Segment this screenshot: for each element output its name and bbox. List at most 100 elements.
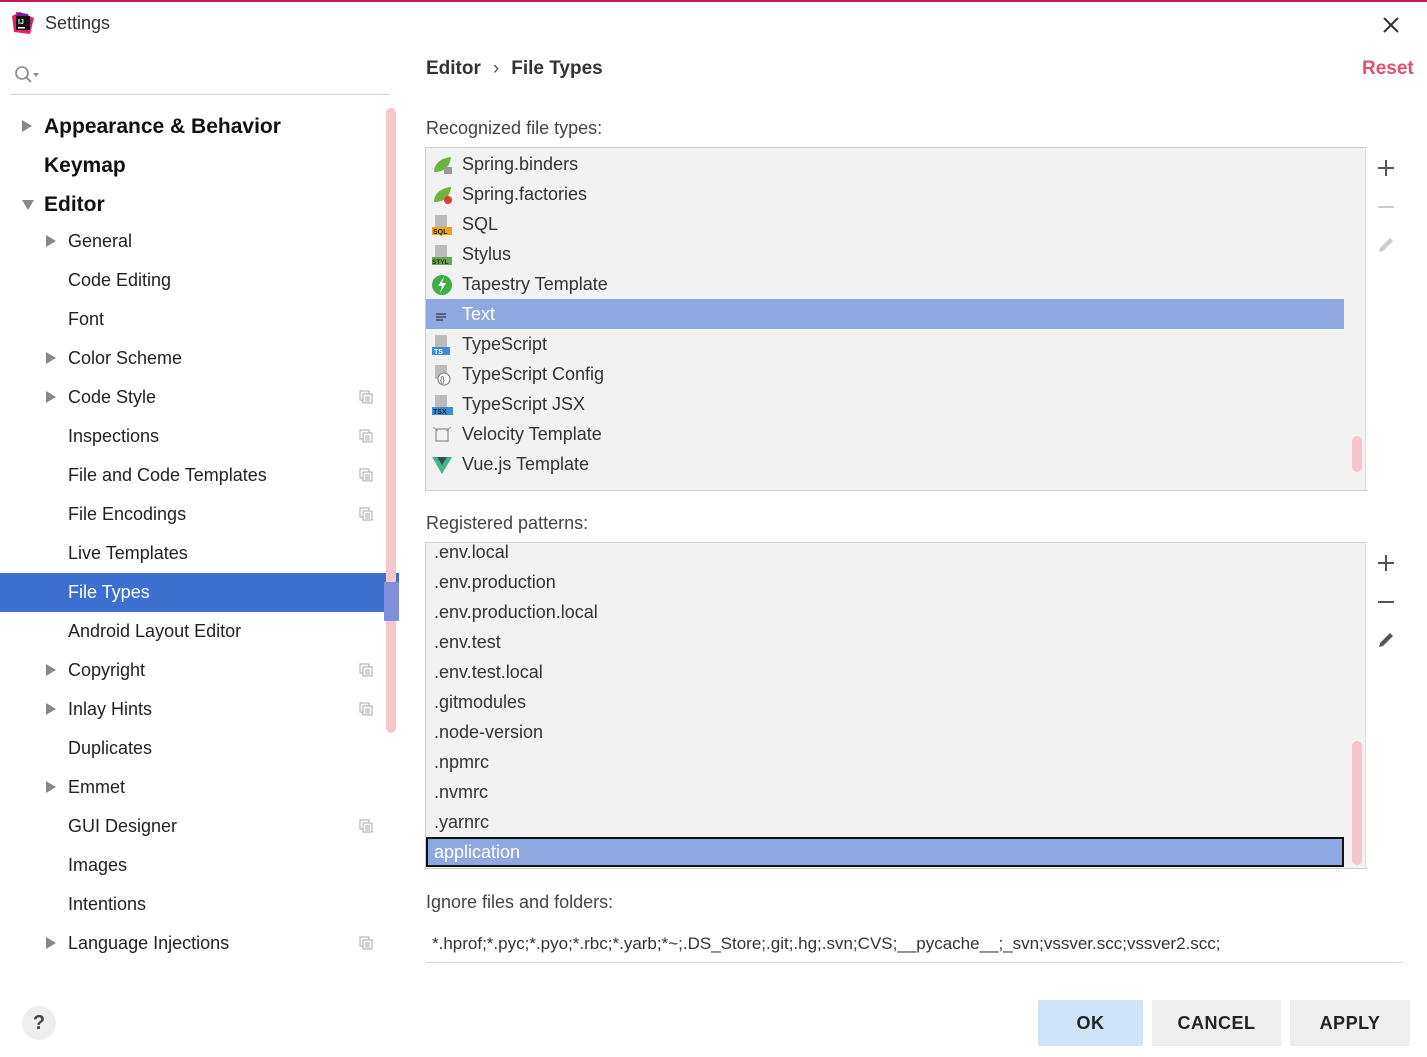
sidebar-item[interactable]: Editor — [0, 185, 384, 224]
pattern-row[interactable]: .env.local — [426, 542, 1344, 567]
sidebar-item[interactable]: Appearance & Behavior — [0, 107, 384, 146]
pattern-row[interactable]: .gitmodules — [426, 687, 1344, 717]
remove-icon[interactable] — [1375, 196, 1397, 218]
typescript-config-icon: {} — [435, 365, 451, 386]
project-scope-icon — [359, 936, 373, 950]
sidebar-item[interactable]: General — [0, 222, 384, 261]
file-type-row[interactable]: Vue.js Template — [426, 449, 1344, 479]
sidebar-item-label: Emmet — [68, 777, 126, 797]
title-bar: IJ Settings — [0, 2, 1427, 42]
ignore-files-value: *.hprof;*.pyc;*.pyo;*.rbc;*.yarb;*~;.DS_… — [432, 934, 1221, 953]
cancel-button[interactable]: CANCEL — [1152, 1000, 1281, 1046]
edit-icon[interactable] — [1375, 234, 1397, 256]
reset-link[interactable]: Reset — [1362, 58, 1414, 79]
sidebar-item[interactable]: Emmet — [0, 768, 384, 807]
sidebar-item[interactable]: Code Editing — [0, 261, 384, 300]
chevron-right-icon[interactable] — [22, 120, 32, 132]
chevron-right-icon[interactable] — [46, 391, 56, 403]
recognized-list-scrollbar[interactable] — [1352, 436, 1362, 472]
registered-patterns-list[interactable]: .env.local .env.production.env.production… — [425, 542, 1367, 869]
patterns-list-scrollbar[interactable] — [1352, 741, 1362, 865]
sidebar-item[interactable]: Duplicates — [0, 729, 384, 768]
sidebar-item[interactable]: Font — [0, 300, 384, 339]
add-icon[interactable] — [1375, 552, 1397, 574]
intellij-app-icon: IJ — [12, 12, 34, 34]
settings-search-input[interactable] — [10, 58, 390, 95]
chevron-right-icon[interactable] — [46, 937, 56, 949]
pattern-row[interactable]: .yarnrc — [426, 807, 1344, 837]
sidebar-item[interactable]: Intentions — [0, 885, 384, 924]
file-type-name: Stylus — [462, 243, 512, 264]
ok-button[interactable]: OK — [1038, 1000, 1143, 1046]
sql-file-icon: SQL — [432, 215, 452, 236]
pattern-row[interactable]: .env.production.local — [426, 597, 1344, 627]
sidebar-item[interactable]: File Encodings — [0, 495, 384, 534]
tsx-file-icon: TSX — [432, 395, 453, 416]
search-icon[interactable] — [13, 64, 41, 86]
sidebar-item-label: Android Layout Editor — [68, 621, 242, 641]
sidebar-item-label: Duplicates — [68, 738, 153, 758]
ignore-files-input[interactable]: *.hprof;*.pyc;*.pyo;*.rbc;*.yarb;*~;.DS_… — [426, 928, 1403, 963]
sidebar-item[interactable]: Copyright — [0, 651, 384, 690]
sidebar-item[interactable]: GUI Designer — [0, 807, 384, 846]
edit-icon[interactable] — [1375, 629, 1397, 651]
pattern-row[interactable]: .env.production — [426, 567, 1344, 597]
sidebar-item[interactable]: Code Style — [0, 378, 384, 417]
help-button[interactable]: ? — [22, 1006, 56, 1040]
pattern-row[interactable]: .nvmrc — [426, 777, 1344, 807]
file-type-row[interactable]: STYL Stylus — [426, 239, 1344, 269]
add-icon[interactable] — [1375, 157, 1397, 179]
pattern-text: .env.local — [434, 542, 509, 562]
file-type-name: Tapestry Template — [462, 273, 608, 294]
close-icon[interactable] — [1380, 14, 1402, 36]
sidebar-item-label: Appearance & Behavior — [44, 114, 281, 138]
sidebar-item[interactable]: Language Injections — [0, 924, 384, 963]
svg-text:TSX: TSX — [433, 409, 447, 416]
sidebar-item[interactable]: File and Code Templates — [0, 456, 384, 495]
sidebar-item[interactable]: File Types — [0, 573, 399, 612]
breadcrumb: Editor›File Types — [426, 58, 603, 80]
sidebar-scrollbar[interactable] — [386, 108, 396, 733]
sidebar-item[interactable]: Color Scheme — [0, 339, 384, 378]
chevron-down-icon[interactable] — [22, 200, 34, 210]
chevron-right-icon[interactable] — [46, 352, 56, 364]
pattern-row[interactable]: .node-version — [426, 717, 1344, 747]
svg-text:IJ: IJ — [18, 19, 24, 26]
file-type-row[interactable]: Spring.factories — [426, 179, 1344, 209]
sidebar-item[interactable]: Live Templates — [0, 534, 384, 573]
pattern-row[interactable]: .env.test.local — [426, 657, 1344, 687]
sidebar-item[interactable]: Android Layout Editor — [0, 612, 384, 651]
window-accent-line — [0, 0, 1427, 2]
file-type-row[interactable]: Velocity Template — [426, 419, 1344, 449]
sidebar-item[interactable]: Images — [0, 846, 384, 885]
sidebar-item[interactable]: Keymap — [0, 146, 384, 185]
sidebar-item[interactable]: Inlay Hints — [0, 690, 384, 729]
stylus-file-icon: STYL — [432, 245, 452, 266]
file-type-row[interactable]: Tapestry Template — [426, 269, 1344, 299]
project-scope-icon — [359, 390, 373, 404]
file-type-row[interactable]: Spring.binders — [426, 149, 1344, 179]
chevron-right-icon[interactable] — [46, 703, 56, 715]
remove-icon[interactable] — [1375, 591, 1397, 613]
sidebar-item-label: File Encodings — [68, 504, 187, 524]
pattern-text: .env.test — [434, 631, 501, 652]
file-type-row[interactable]: Text — [426, 299, 1344, 329]
vue-icon — [432, 457, 452, 474]
chevron-right-icon[interactable] — [46, 664, 56, 676]
sidebar-item-label: Code Style — [68, 387, 157, 407]
pattern-row[interactable]: application — [426, 837, 1344, 867]
apply-button[interactable]: APPLY — [1290, 1000, 1410, 1046]
sidebar-item[interactable]: Inspections — [0, 417, 384, 456]
chevron-right-icon[interactable] — [46, 235, 56, 247]
pattern-row[interactable]: .npmrc — [426, 747, 1344, 777]
file-type-name: Spring.binders — [462, 153, 579, 174]
chevron-right-icon[interactable] — [46, 781, 56, 793]
pattern-row[interactable]: .env.test — [426, 627, 1344, 657]
breadcrumb-parent[interactable]: Editor — [426, 58, 481, 79]
file-type-row[interactable]: {}TypeScript Config — [426, 359, 1344, 389]
